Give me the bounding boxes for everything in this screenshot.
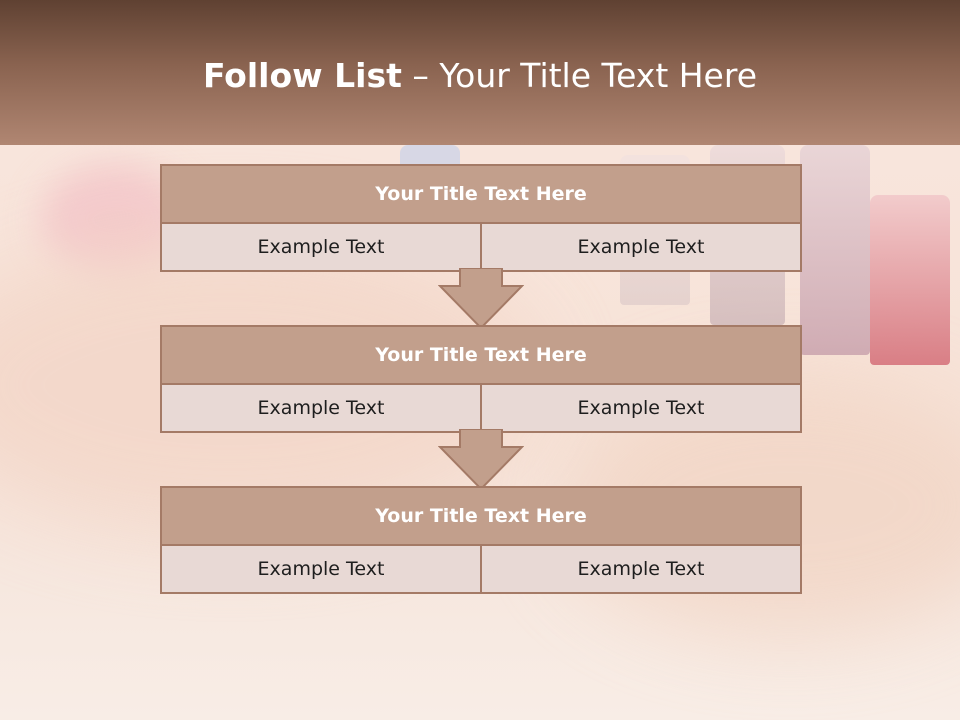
down-arrow-icon (438, 429, 524, 491)
step-row: Example Text Example Text (162, 224, 800, 270)
step-title: Your Title Text Here (162, 166, 800, 224)
step-box: Your Title Text Here Example Text Exampl… (160, 164, 802, 272)
slide-title-bold: Follow List (202, 56, 402, 95)
step-row: Example Text Example Text (162, 546, 800, 592)
step-row: Example Text Example Text (162, 385, 800, 431)
step-right-text: Example Text (480, 385, 800, 431)
step-right-text: Example Text (480, 224, 800, 270)
slide-title-rest: – Your Title Text Here (412, 56, 758, 95)
polish-bottle (870, 195, 950, 365)
title-banner: Follow List – Your Title Text Here (0, 0, 960, 145)
step-title: Your Title Text Here (162, 488, 800, 546)
step-title: Your Title Text Here (162, 327, 800, 385)
step-right-text: Example Text (480, 546, 800, 592)
slide-title: Follow List – Your Title Text Here (0, 52, 960, 100)
polish-bottle (800, 145, 870, 355)
step-left-text: Example Text (162, 224, 480, 270)
step-box: Your Title Text Here Example Text Exampl… (160, 486, 802, 594)
down-arrow-icon (438, 268, 524, 330)
step-box: Your Title Text Here Example Text Exampl… (160, 325, 802, 433)
step-left-text: Example Text (162, 385, 480, 431)
step-left-text: Example Text (162, 546, 480, 592)
